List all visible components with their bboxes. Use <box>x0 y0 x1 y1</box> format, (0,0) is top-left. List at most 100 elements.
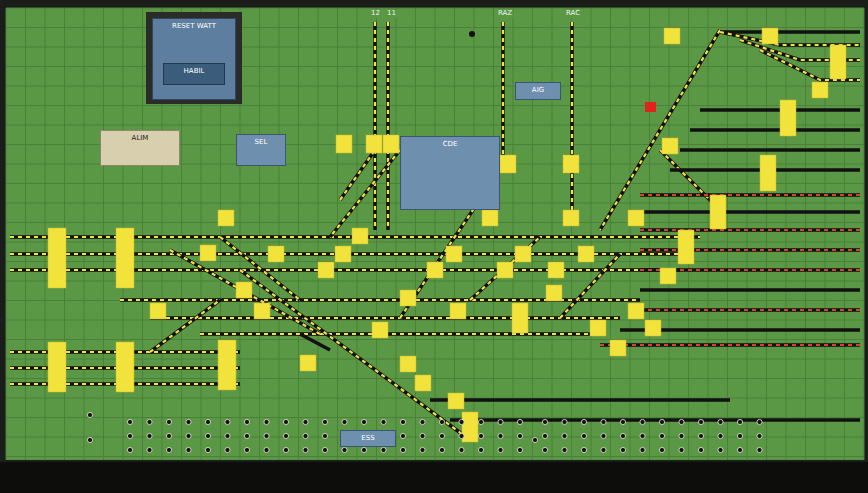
push-button <box>186 433 191 438</box>
push-button <box>205 447 210 452</box>
push-button <box>322 419 327 424</box>
track <box>640 288 860 292</box>
track-tile <box>48 342 66 392</box>
track-tile <box>236 282 252 298</box>
track-tile <box>512 303 528 333</box>
push-button <box>620 447 625 452</box>
push-button <box>532 437 537 442</box>
push-button <box>640 433 645 438</box>
push-button <box>420 433 425 438</box>
track <box>220 237 300 300</box>
track-tile <box>415 375 431 391</box>
push-button <box>361 419 366 424</box>
push-button <box>439 419 444 424</box>
push-button <box>439 447 444 452</box>
track-tile <box>150 303 166 319</box>
track-lit <box>240 270 470 440</box>
push-button <box>562 447 567 452</box>
push-button <box>601 447 606 452</box>
push-button <box>147 433 152 438</box>
track-tile <box>497 262 513 278</box>
track-lit <box>220 237 300 300</box>
track-tile <box>610 340 626 356</box>
track-tile <box>427 262 443 278</box>
push-button <box>166 447 171 452</box>
track-tile <box>383 135 399 153</box>
push-button <box>87 412 92 417</box>
control-box: ESS <box>340 430 396 447</box>
push-button <box>127 419 132 424</box>
track-tile <box>710 195 726 229</box>
push-button <box>517 433 522 438</box>
push-button <box>186 419 191 424</box>
track-lit <box>374 22 376 230</box>
push-button <box>186 447 191 452</box>
track-tile <box>678 230 694 264</box>
push-button <box>166 419 171 424</box>
track-tile <box>500 155 516 173</box>
push-button <box>439 433 444 438</box>
push-button <box>264 419 269 424</box>
push-button <box>542 447 547 452</box>
push-button <box>581 419 586 424</box>
push-button <box>478 419 483 424</box>
track-lit <box>330 150 400 237</box>
control-box: AIG <box>515 82 561 100</box>
track-lit <box>150 300 220 352</box>
push-button <box>381 447 386 452</box>
push-button <box>718 447 723 452</box>
push-button <box>498 419 503 424</box>
push-button <box>303 447 308 452</box>
track-lit <box>571 22 573 220</box>
push-button <box>225 433 230 438</box>
track-number: RAC <box>565 10 581 18</box>
track <box>640 210 860 214</box>
track <box>330 150 400 237</box>
push-button <box>498 447 503 452</box>
track-tile <box>446 246 462 262</box>
push-button <box>244 419 249 424</box>
push-button <box>381 419 386 424</box>
panel-ground <box>6 8 864 460</box>
push-button <box>757 447 762 452</box>
push-button <box>205 433 210 438</box>
track-tile <box>482 210 498 226</box>
box-label: ESS <box>361 434 374 442</box>
push-button <box>147 447 152 452</box>
track-lit <box>502 22 504 165</box>
push-button <box>679 419 684 424</box>
track <box>373 22 377 230</box>
track <box>470 237 540 300</box>
push-button <box>283 447 288 452</box>
push-button <box>498 433 503 438</box>
push-button <box>342 419 347 424</box>
push-button <box>244 447 249 452</box>
track-lit <box>640 249 860 251</box>
push-button <box>659 447 664 452</box>
push-button <box>264 433 269 438</box>
alarm-lamp <box>645 102 656 112</box>
track-tile <box>660 268 676 284</box>
track-tile <box>762 28 778 44</box>
push-button <box>87 437 92 442</box>
control-box: SEL <box>236 134 286 166</box>
push-button <box>640 447 645 452</box>
track-tile <box>628 303 644 319</box>
push-button <box>459 419 464 424</box>
push-button <box>562 433 567 438</box>
box-label: HABIL <box>184 67 205 75</box>
track <box>501 22 505 165</box>
push-button <box>322 447 327 452</box>
box-label: AIG <box>532 86 544 94</box>
push-button <box>283 419 288 424</box>
push-button <box>205 419 210 424</box>
track-tile <box>268 246 284 262</box>
tracks <box>10 22 860 440</box>
track-lit <box>387 22 389 230</box>
push-button <box>264 447 269 452</box>
track-tile <box>400 290 416 306</box>
track <box>640 308 860 312</box>
